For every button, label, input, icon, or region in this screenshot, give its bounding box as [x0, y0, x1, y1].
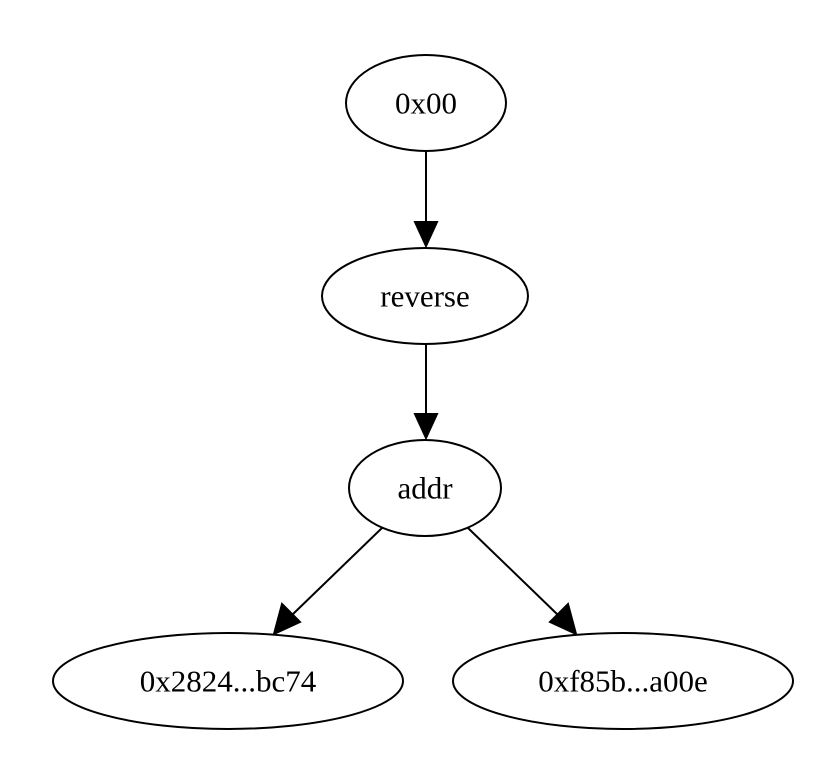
node-label: 0x2824...bc74	[140, 664, 317, 699]
edge-0x00-to-reverse	[413, 152, 439, 249]
node-reverse[interactable]: reverse	[321, 247, 529, 345]
node-label: 0x00	[395, 86, 457, 121]
node-0xf85b-a00e[interactable]: 0xf85b...a00e	[452, 632, 794, 730]
edge-reverse-to-addr	[413, 344, 439, 441]
node-label: addr	[397, 471, 453, 506]
node-0x2824-bc74[interactable]: 0x2824...bc74	[52, 632, 404, 730]
node-addr[interactable]: addr	[348, 439, 502, 537]
node-0x00[interactable]: 0x00	[345, 54, 507, 152]
node-label: reverse	[380, 279, 470, 314]
edge-addr-to-0x2824	[272, 527, 383, 636]
edge-addr-to-0xf85b	[467, 527, 578, 636]
node-label: 0xf85b...a00e	[538, 664, 708, 699]
